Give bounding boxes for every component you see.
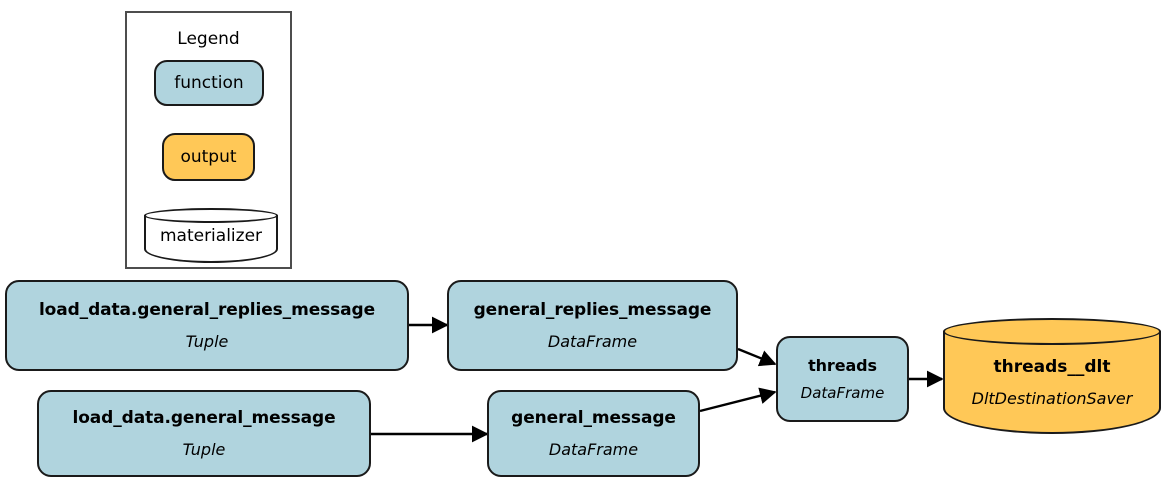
node-load-data-general-message[interactable]: load_data.general_message Tuple (37, 390, 371, 477)
node-subtitle: Tuple (185, 331, 229, 351)
cylinder-top (943, 318, 1161, 345)
cylinder-body (144, 215, 278, 263)
legend-item-materializer: materializer (144, 208, 278, 263)
cylinder-body (943, 331, 1161, 434)
edge-general-to-threads (699, 387, 777, 413)
edge-replies-to-threads (737, 347, 777, 367)
node-title: threads__dlt (993, 356, 1111, 377)
node-subtitle: DataFrame (547, 331, 638, 351)
node-general-replies-message[interactable]: general_replies_message DataFrame (447, 280, 738, 371)
node-general-message[interactable]: general_message DataFrame (487, 390, 700, 477)
node-labels: threads__dlt DltDestinationSaver (943, 344, 1161, 420)
node-threads[interactable]: threads DataFrame (776, 336, 909, 422)
legend-item-function-label: function (174, 73, 244, 93)
legend-title: Legend (177, 29, 240, 49)
node-title: load_data.general_replies_message (38, 299, 376, 320)
legend-item-function: function (154, 60, 264, 106)
legend-panel: Legend function output materializer (125, 11, 292, 269)
node-title: general_message (511, 407, 676, 428)
node-title: load_data.general_message (72, 407, 336, 428)
node-subtitle: DataFrame (548, 439, 639, 459)
node-threads-dlt[interactable]: threads__dlt DltDestinationSaver (943, 318, 1161, 434)
node-title: general_replies_message (473, 299, 712, 320)
node-subtitle: Tuple (182, 439, 226, 459)
node-subtitle: DataFrame (800, 383, 885, 402)
legend-item-output-label: output (180, 147, 237, 167)
cylinder-top (144, 208, 278, 223)
node-subtitle: DltDestinationSaver (971, 388, 1133, 408)
node-load-data-general-replies-message[interactable]: load_data.general_replies_message Tuple (5, 280, 409, 371)
legend-item-output: output (162, 133, 255, 181)
legend-item-materializer-label: materializer (159, 226, 263, 246)
node-title: threads (808, 355, 877, 375)
